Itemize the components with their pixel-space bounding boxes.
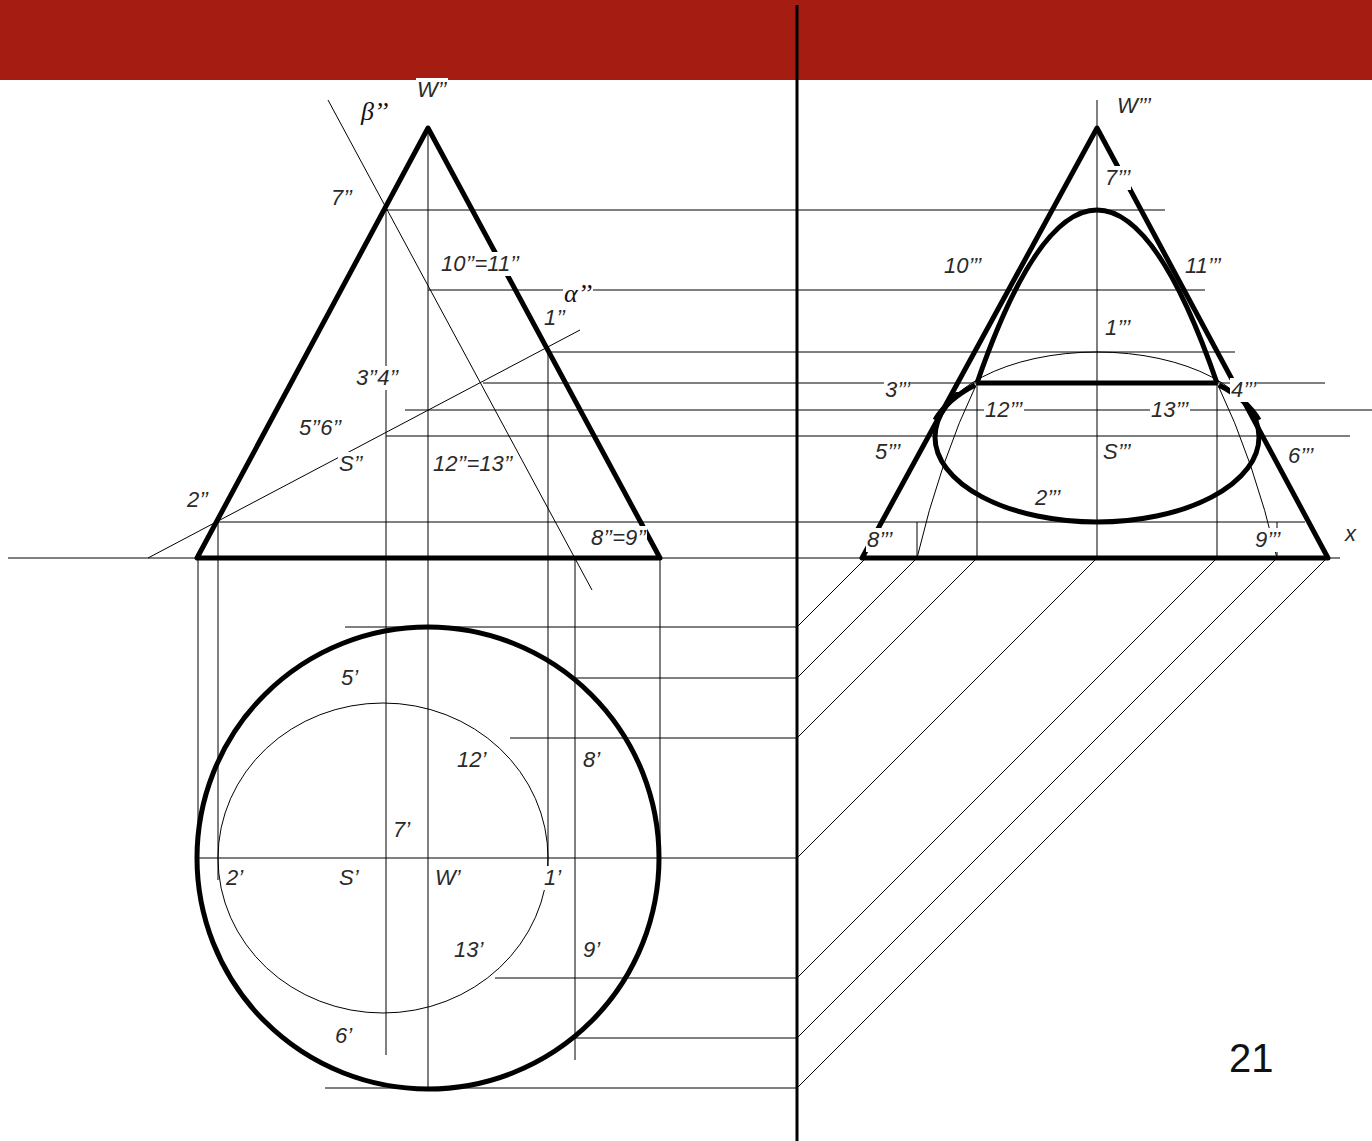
point-label: 1’’’ [1104,316,1131,340]
point-label: 12’’=13’’ [432,452,514,476]
point-label: 12’’’ [984,398,1024,422]
point-label: 2’ [225,866,244,890]
point-label: 5’’’ [874,440,901,464]
point-label: 8’ [582,748,601,772]
point-label: W’’’ [1116,94,1152,118]
point-label: 6’ [334,1024,353,1048]
point-label: 2’’’ [1034,486,1061,510]
point-label: W’ [434,866,462,890]
point-label: 10’’=11’’ [440,252,520,276]
point-label: 5’’6’’ [298,416,342,440]
point-label: 7’’ [330,186,353,210]
point-label: β’’ [360,100,389,124]
point-label: 3’’4’’ [355,366,399,390]
point-label: S’’ [338,452,364,476]
point-label: 3’’’ [884,378,911,402]
point-label: 8’’’ [866,528,893,552]
point-label: 7’’’ [1104,166,1131,190]
page-number: 21 [1228,1036,1275,1080]
point-label: x [1344,522,1357,546]
point-label: 13’ [453,938,484,962]
point-label: 2’’ [186,488,209,512]
point-label: 13’’’ [1150,398,1190,422]
point-label: S’ [338,866,360,890]
point-label: 1’’ [543,306,566,330]
point-label: 9’ [582,938,601,962]
point-label: 8’’=9’’ [590,526,647,550]
point-label: α’’ [563,282,593,306]
point-label: 7’ [392,818,411,842]
point-label: 11’’’ [1184,254,1222,278]
point-label: 9’’’ [1254,528,1281,552]
point-label: 6’’’ [1287,444,1314,468]
point-label: 12’ [456,748,487,772]
point-label: 1’ [543,866,562,890]
point-label: 5’ [340,666,359,690]
point-label: S’’’ [1102,440,1132,464]
point-label: W’’ [416,78,448,102]
point-label: 10’’’ [943,254,983,278]
point-label: 4’’’ [1230,378,1257,402]
